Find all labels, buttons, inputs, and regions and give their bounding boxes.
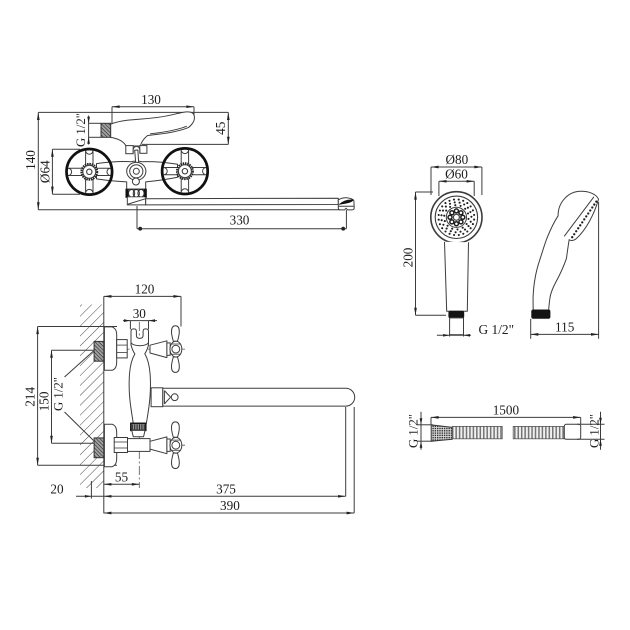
svg-text:140: 140 (23, 150, 38, 170)
svg-text:330: 330 (230, 213, 250, 228)
svg-text:45: 45 (213, 121, 228, 135)
svg-text:G 1/2": G 1/2" (588, 414, 602, 448)
svg-text:55: 55 (115, 469, 129, 484)
svg-text:200: 200 (400, 247, 415, 267)
svg-text:G 1/2": G 1/2" (406, 414, 420, 448)
svg-text:Ø80: Ø80 (446, 152, 469, 167)
svg-text:150: 150 (37, 391, 52, 411)
svg-text:130: 130 (141, 92, 161, 107)
svg-text:214: 214 (22, 387, 37, 407)
svg-text:G 1/2": G 1/2" (479, 322, 515, 337)
svg-text:G 1/2": G 1/2" (51, 377, 65, 411)
svg-text:390: 390 (220, 498, 240, 513)
svg-text:G 1/2": G 1/2" (74, 113, 88, 147)
svg-text:Ø60: Ø60 (445, 167, 468, 182)
svg-text:120: 120 (135, 282, 155, 297)
svg-text:Ø64: Ø64 (37, 160, 52, 183)
svg-text:30: 30 (133, 306, 147, 321)
svg-text:20: 20 (50, 481, 64, 496)
svg-text:1500: 1500 (493, 403, 520, 418)
svg-text:115: 115 (555, 320, 575, 335)
svg-text:375: 375 (216, 481, 236, 496)
